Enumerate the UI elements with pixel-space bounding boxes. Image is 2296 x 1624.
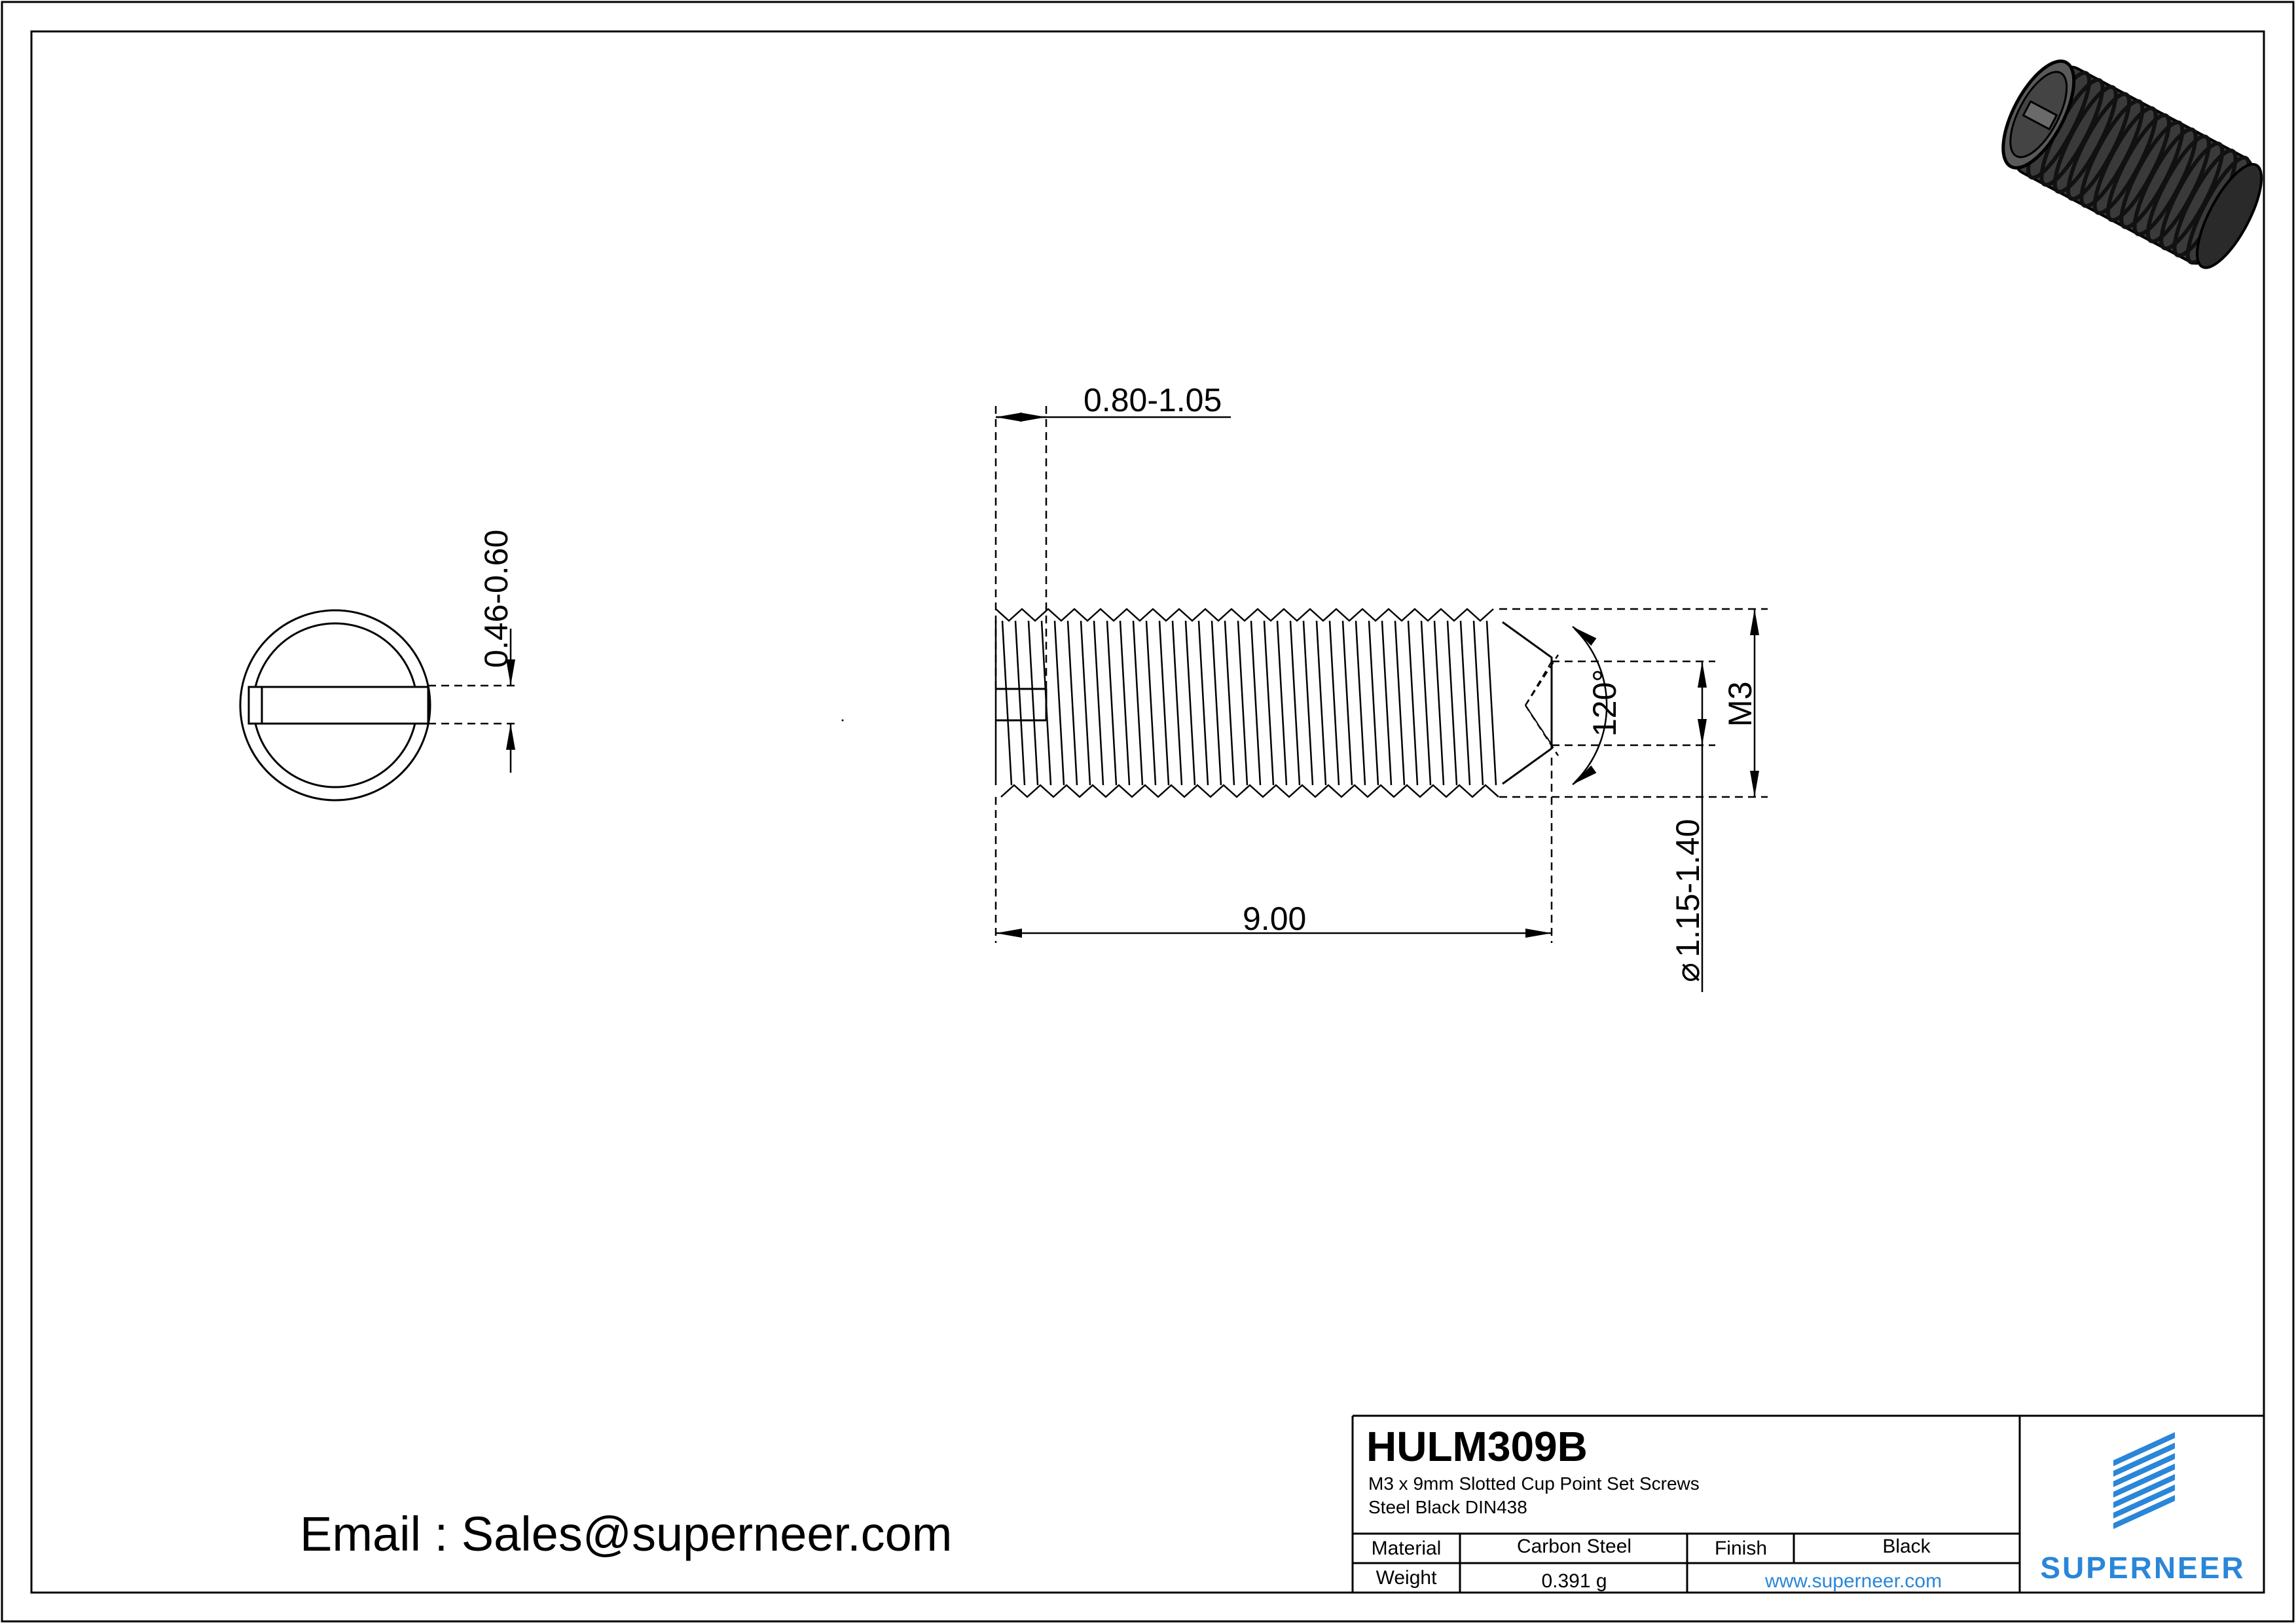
thread-line xyxy=(1066,620,1078,786)
part-description-line1: M3 x 9mm Slotted Cup Point Set Screws xyxy=(1368,1473,1700,1494)
angle-label: 120° xyxy=(1586,669,1623,737)
isometric-view xyxy=(2001,59,2263,269)
weight-label: Weight xyxy=(1376,1567,1437,1589)
thread-line xyxy=(1433,620,1445,786)
slot-depth-label: 0.80-1.05 xyxy=(1084,382,1222,418)
thread-crest-bottom xyxy=(1000,784,1499,798)
thread-crest-top xyxy=(995,608,1494,622)
thread-line xyxy=(1289,620,1301,786)
thread-lines xyxy=(994,608,1499,798)
thread-line xyxy=(1394,620,1406,786)
length-dimension xyxy=(994,758,1553,943)
thread-line xyxy=(1341,620,1353,786)
thread-line xyxy=(1080,620,1091,786)
part-description-line2: Steel Black DIN438 xyxy=(1368,1497,1527,1517)
thread-line xyxy=(1302,620,1314,786)
thread-line xyxy=(1472,620,1484,786)
contact-email: Email : Sales@superneer.com xyxy=(300,1507,953,1561)
thread-line xyxy=(1328,620,1340,786)
thread-line xyxy=(1145,620,1157,786)
material-label: Material xyxy=(1371,1538,1442,1559)
cup-diameter-dimension xyxy=(1552,660,1715,992)
thread-line xyxy=(1459,620,1471,786)
brand-name: SUPERNEER xyxy=(2040,1551,2246,1585)
thread-line xyxy=(1040,620,1052,786)
finish-label: Finish xyxy=(1714,1538,1768,1559)
thread-line xyxy=(1485,620,1497,786)
end-view xyxy=(239,609,431,802)
thread-line xyxy=(1119,620,1131,786)
inner-border xyxy=(30,30,2265,1594)
thread-line xyxy=(1407,620,1419,786)
thread-line xyxy=(1263,620,1275,786)
thread-line xyxy=(1197,620,1209,786)
end-view-outer-circle xyxy=(239,609,431,802)
thread-line xyxy=(1184,620,1196,786)
weight-value: 0.391 g xyxy=(1541,1570,1607,1592)
angle-dimension xyxy=(1524,625,1608,786)
thread-line xyxy=(1093,620,1104,786)
thread-line xyxy=(1276,620,1288,786)
thread-line xyxy=(1224,620,1235,786)
slot-rect xyxy=(247,686,429,725)
cup-diameter-label: ⌀1.15-1.40 xyxy=(1669,819,1706,982)
superneer-logo-icon xyxy=(2113,1432,2175,1529)
thread-line xyxy=(1446,620,1458,786)
cup-point xyxy=(1502,621,1553,785)
thread-line xyxy=(1014,620,1026,786)
thread-line xyxy=(1420,620,1432,786)
thread-line xyxy=(1106,620,1118,786)
thread-line xyxy=(1158,620,1170,786)
slot-width-label: 0.46-0.60 xyxy=(478,530,515,668)
thread-dimension xyxy=(1499,608,1768,798)
thread-line xyxy=(1027,620,1039,786)
length-label: 9.00 xyxy=(1243,900,1306,937)
thread-line xyxy=(1001,620,1013,786)
material-value: Carbon Steel xyxy=(1516,1536,1632,1557)
thread-line xyxy=(1171,620,1183,786)
thread-label: M3 xyxy=(1722,682,1758,727)
thread-line xyxy=(1211,620,1222,786)
slot-depth-dimension xyxy=(994,406,1231,689)
cup-cone xyxy=(1524,661,1552,745)
finish-value: Black xyxy=(1882,1536,1931,1557)
thread-line xyxy=(1132,620,1144,786)
thread-line xyxy=(1053,620,1065,786)
thread-line xyxy=(1237,620,1248,786)
thread-line xyxy=(1250,620,1262,786)
website-link[interactable]: www.superneer.com xyxy=(1764,1570,1942,1592)
slot-width-dimension xyxy=(428,629,517,773)
title-block-grid xyxy=(1351,1414,2264,1593)
thread-line xyxy=(1355,620,1366,786)
thread-line xyxy=(1315,620,1327,786)
screw-side-view xyxy=(994,608,1553,798)
part-number: HULM309B xyxy=(1366,1423,1588,1470)
thread-line xyxy=(1368,620,1379,786)
thread-line xyxy=(1381,620,1393,786)
